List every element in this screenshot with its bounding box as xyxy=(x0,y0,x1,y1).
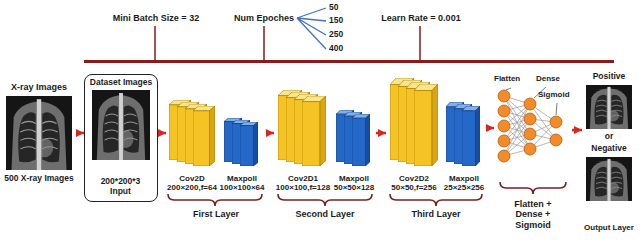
annotation-label: 400 xyxy=(329,44,351,54)
node-label: Maxpoll 25×25×256 xyxy=(442,174,486,192)
node-label: Cov2D2 50×50,f=256 xyxy=(386,174,442,192)
node-label: or xyxy=(582,132,636,142)
annotation-label: Learn Rate = 0.001 xyxy=(378,13,464,23)
node-label: Sigmoid xyxy=(538,90,571,99)
maxpool-stack: Maxpoll 100×100×64 xyxy=(218,98,266,192)
node-label: Dense xyxy=(536,74,570,83)
node-label: Maxpoll 50×50×128 xyxy=(332,174,376,192)
dataset-box: Dataset Images 200*200*3 Input xyxy=(84,74,158,202)
conv-stack: Cov2D 200×200,f=64 xyxy=(166,98,218,192)
node-label: Positive xyxy=(582,72,636,82)
annotation-label: Second Layer xyxy=(279,209,371,219)
maxpool-stack: Maxpoll 50×50×128 xyxy=(332,88,376,192)
node-label: Flatten xyxy=(494,74,530,83)
input-panel: X-ray Images 500 X-ray Images xyxy=(1,82,77,186)
node-label: Flatten + Dense + Sigmoid xyxy=(508,199,558,230)
node-label: Maxpoll 100×100×64 xyxy=(218,174,266,192)
node-label: Dataset Images xyxy=(85,78,157,88)
annotation-label: 50 xyxy=(329,3,351,13)
flow-arrow xyxy=(77,132,84,135)
flow-arrow xyxy=(486,127,494,130)
output-panel: Positive orNegativeOutput Layer xyxy=(582,72,636,232)
flow-arrow xyxy=(158,132,166,135)
annotation-label: 150 xyxy=(329,16,351,26)
annotation-label: Num Epoches xyxy=(232,13,296,23)
node-label: 500 X-ray Images xyxy=(1,174,77,184)
annotation-label: Mini Batch Size = 32 xyxy=(110,13,202,23)
flow-arrow xyxy=(266,132,274,135)
conv-stack: Cov2D1 100×100,f=128 xyxy=(274,88,332,192)
node-label: Output Layer xyxy=(582,223,636,232)
node-label: 200*200*3 Input xyxy=(95,177,147,197)
node-label: Cov2D1 100×100,f=128 xyxy=(274,174,332,192)
maxpool-stack: Maxpoll 25×25×256 xyxy=(442,76,486,192)
dense-network: Flatten DenseSigmoidFlatten + Dense + Sig… xyxy=(494,70,572,240)
node-label: Cov2D 200×200,f=64 xyxy=(166,174,218,192)
conv-stack: Cov2D2 50×50,f=256 xyxy=(386,76,442,192)
node-label: X-ray Images xyxy=(1,82,77,92)
flow-arrow xyxy=(376,132,386,135)
annotation-label: First Layer xyxy=(170,209,262,219)
node-label: Negative xyxy=(582,144,636,154)
annotation-label: Third Layer xyxy=(390,209,482,219)
flow-arrow xyxy=(572,129,582,132)
annotation-label: 250 xyxy=(329,30,351,40)
